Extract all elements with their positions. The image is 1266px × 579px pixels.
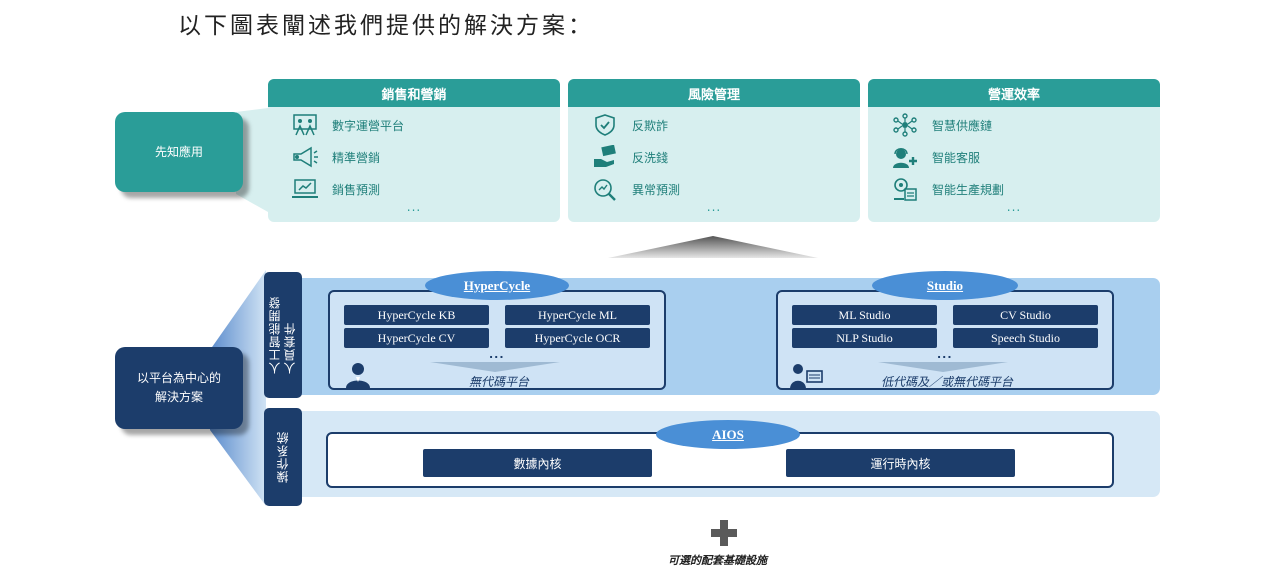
- platform-label-line2: 解決方案: [154, 390, 203, 404]
- risk-management-column: 風險管理 反欺詐 反洗錢 異常預測 ...: [568, 79, 860, 222]
- module-pill: HyperCycle OCR: [505, 328, 650, 348]
- developer-tab-line2: 人員套件: [283, 322, 297, 374]
- module-pill: ML Studio: [792, 305, 937, 325]
- runtime-kernel-box: 運行時內核: [786, 449, 1015, 477]
- more-indicator: ...: [1006, 200, 1022, 214]
- customer-service-icon: [890, 145, 920, 169]
- module-pill: Speech Studio: [953, 328, 1098, 348]
- module-pill: HyperCycle CV: [344, 328, 489, 348]
- platform-solutions-box: 以平台為中心的 解決方案: [115, 347, 243, 429]
- more-indicator: ...: [706, 200, 722, 214]
- laptop-chart-icon: [290, 177, 320, 201]
- app-item: 異常預測: [590, 176, 680, 202]
- plus-icon: [711, 520, 737, 546]
- more-indicator: ...: [937, 348, 953, 361]
- app-item: 數字運營平台: [290, 112, 404, 138]
- studio-caption: 低代碼及／或無代碼平台: [881, 375, 1014, 389]
- applications-box: 先知應用: [115, 112, 243, 192]
- module-pill: HyperCycle KB: [344, 305, 489, 325]
- support-triangle: [608, 236, 818, 258]
- app-item-label: 反洗錢: [632, 150, 669, 165]
- operating-system-tab: 操作系統: [264, 408, 302, 506]
- applications-label: 先知應用: [154, 144, 203, 159]
- app-item: 銷售預測: [290, 176, 380, 202]
- app-item-label: 數字運營平台: [332, 118, 405, 133]
- digital-platform-icon: [290, 113, 320, 137]
- column-title: 風險管理: [568, 79, 860, 107]
- aios-title: AIOS: [656, 420, 800, 449]
- app-item: 智慧供應鏈: [890, 112, 992, 138]
- platform-shade: [878, 362, 1008, 372]
- module-pill: CV Studio: [953, 305, 1098, 325]
- column-title: 銷售和營銷: [268, 79, 560, 107]
- applications-connector: [236, 108, 268, 212]
- app-item-label: 智能客服: [932, 150, 981, 165]
- page-heading: 以下圖表闡述我們提供的解決方案：: [178, 13, 594, 39]
- supply-network-icon: [890, 113, 920, 137]
- platform-label-line1: 以平台為中心的: [136, 371, 221, 385]
- app-item-label: 智能生產規劃: [932, 182, 1005, 197]
- app-item: 反洗錢: [590, 144, 668, 170]
- optional-infrastructure-label: 可選的配套基礎設施: [668, 554, 767, 567]
- app-item-label: 銷售預測: [332, 182, 381, 197]
- hypercycle-caption: 無代碼平台: [469, 375, 530, 389]
- developer-suite-tab: 人工智能開發 人員套件: [264, 272, 302, 398]
- sales-marketing-column: 銷售和營銷 數字運營平台 精準營銷 銷售預測 ...: [268, 79, 560, 222]
- shield-check-icon: [590, 113, 620, 137]
- megaphone-icon: [290, 145, 320, 169]
- money-hand-icon: [590, 145, 620, 169]
- app-item: 反欺詐: [590, 112, 668, 138]
- magnifier-chart-icon: [590, 177, 620, 201]
- module-pill: NLP Studio: [792, 328, 937, 348]
- app-item-label: 反欺詐: [632, 118, 669, 133]
- production-planning-icon: [890, 177, 920, 201]
- computer-user-icon: [790, 364, 823, 389]
- data-kernel-box: 數據內核: [423, 449, 652, 477]
- app-item-label: 精準營銷: [332, 150, 381, 165]
- hypercycle-title: HyperCycle: [425, 271, 569, 300]
- more-indicator: ...: [489, 348, 505, 361]
- module-pill: HyperCycle ML: [505, 305, 650, 325]
- app-item: 精準營銷: [290, 144, 380, 170]
- more-indicator: ...: [406, 200, 422, 214]
- developer-person-icon: [346, 363, 370, 388]
- app-item-label: 異常預測: [632, 182, 681, 197]
- studio-title: Studio: [872, 271, 1018, 300]
- platform-shade: [430, 362, 560, 372]
- operational-efficiency-column: 營運效率 智慧供應鏈 智能客服 智能生產規劃 ...: [868, 79, 1160, 222]
- developer-tab-line1: 人工智能開發: [268, 296, 282, 374]
- app-item: 智能生產規劃: [890, 176, 1004, 202]
- app-item-label: 智慧供應鏈: [932, 118, 993, 133]
- app-item: 智能客服: [890, 144, 980, 170]
- column-title: 營運效率: [868, 79, 1160, 107]
- operating-system-tab-label: 操作系統: [275, 431, 290, 483]
